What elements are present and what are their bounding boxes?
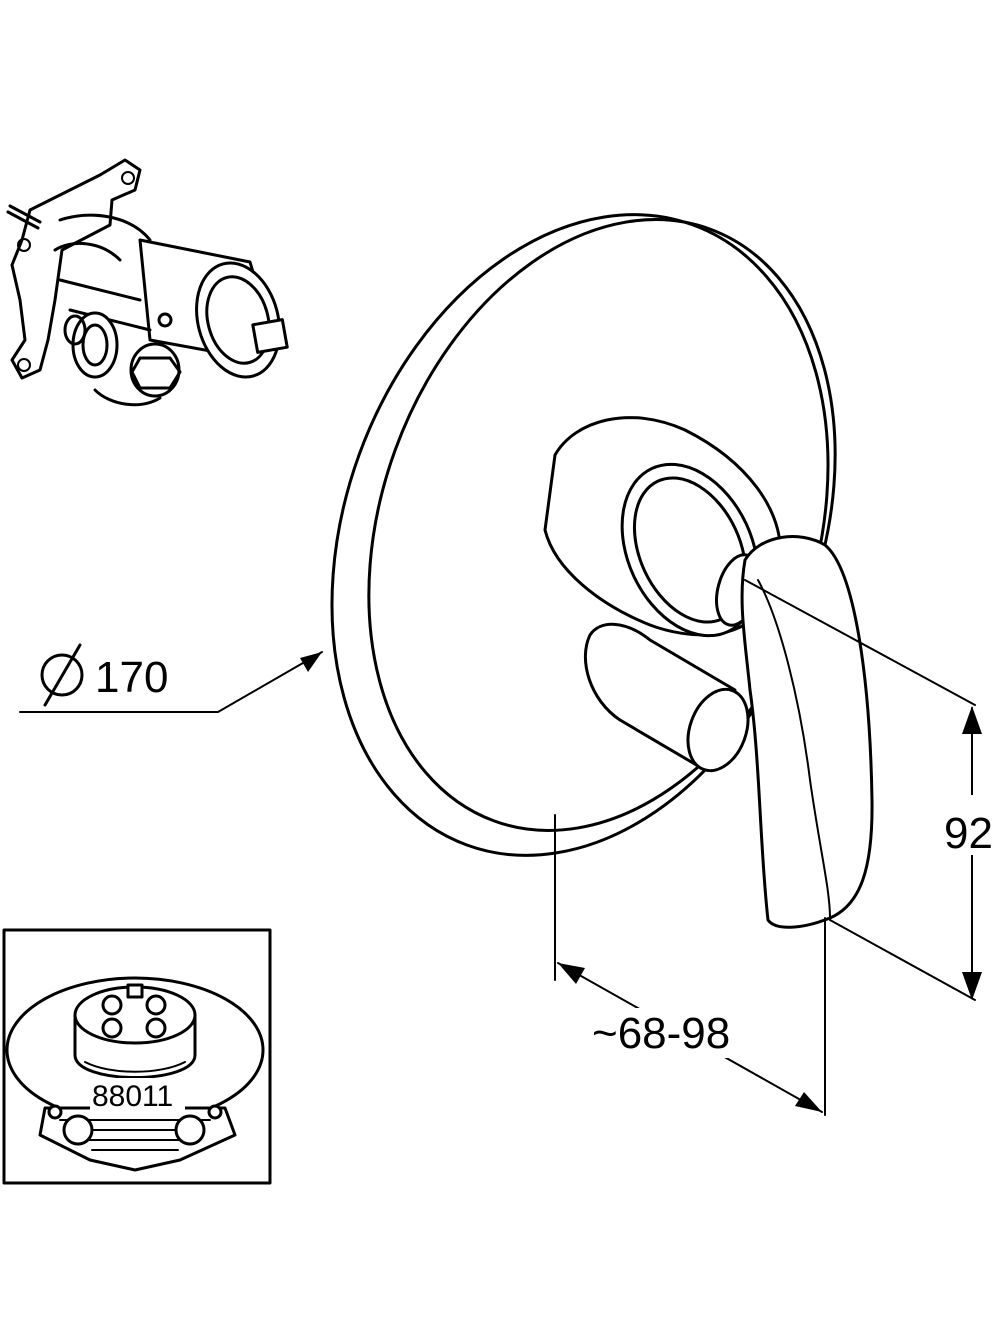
arrowhead-up [962, 706, 982, 734]
diameter-value: 170 [95, 653, 168, 702]
arrowhead [300, 652, 322, 672]
depth-value: ~68-98 [592, 1009, 730, 1058]
arrowhead-down [962, 972, 982, 1000]
thermostatic-box-88011-illustration [5, 976, 265, 1172]
height-value: 92 [944, 809, 993, 858]
concealed-valve-body-illustration [6, 158, 289, 407]
height-dimension: 92 [744, 579, 1000, 1001]
diverter-knob [583, 622, 750, 773]
arrowhead-right [795, 1092, 822, 1112]
thermostatic-box-inset: 88011 [2, 928, 272, 1185]
lever-handle [715, 535, 874, 929]
diameter-dimension: 170 [19, 643, 323, 713]
arrowhead-left [558, 963, 585, 984]
part-number-label: 88011 [92, 1080, 173, 1113]
depth-dimension: ~68-98 [554, 814, 826, 1116]
